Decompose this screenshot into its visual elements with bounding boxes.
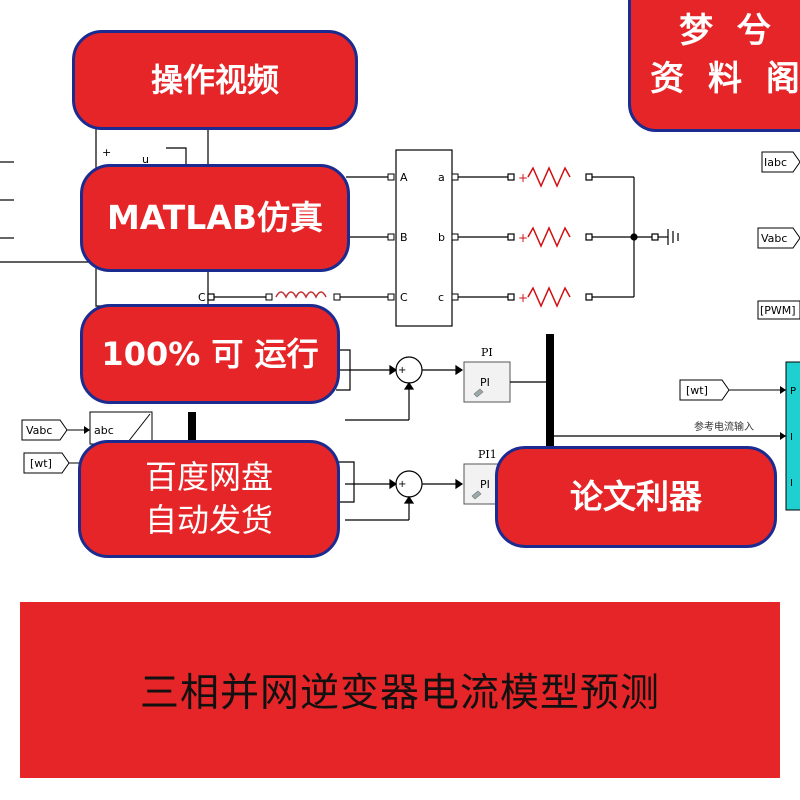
svg-text:+: +: [518, 171, 528, 185]
ref-current-label: 参考电流输入: [694, 420, 754, 433]
netdisk-line-1: 百度网盘: [144, 457, 273, 496]
resistor-phase-c[interactable]: +: [458, 286, 634, 308]
runnable-badge-text: 100% 可 运行: [101, 335, 319, 373]
netdisk-line-2: 自动发货: [144, 501, 273, 539]
abc-transform-block[interactable]: abc: [89, 411, 196, 462]
port-a-label: a: [438, 171, 445, 184]
svg-text:P: P: [790, 386, 796, 397]
title-banner: 三相并网逆变器电流模型预测: [20, 602, 780, 778]
svg-text:Iabc: Iabc: [764, 156, 787, 169]
matlab-badge-text: MATLAB仿真: [106, 198, 324, 238]
port-c-label: c: [438, 291, 444, 304]
pi2-title: PI1: [478, 448, 497, 461]
from-tag-wt-right[interactable]: [wt]: [679, 379, 786, 401]
resistor-phase-b[interactable]: +: [458, 226, 634, 248]
mpc-block[interactable]: P I I: [785, 361, 800, 511]
svg-text:+: +: [518, 291, 528, 305]
banner-title: 三相并网逆变器电流模型预测: [139, 671, 660, 716]
port-A-label: A: [400, 171, 408, 184]
corner-line-2: 资 料 阁: [650, 59, 800, 99]
video-badge-text: 操作视频: [150, 61, 279, 99]
phase-input-wires: C: [198, 176, 388, 304]
svg-text:I: I: [790, 478, 793, 489]
source-plus-label: +: [102, 146, 111, 159]
pi2-body: PI: [480, 478, 490, 491]
goto-tag-pwm[interactable]: [PWM]: [757, 300, 800, 320]
sum-junction-1[interactable]: +: [340, 356, 464, 421]
gain-box-1: [336, 349, 351, 391]
pi1-body: PI: [480, 376, 490, 389]
port-B-label: B: [400, 231, 408, 244]
corner-badge: 梦 兮 资 料 阁: [628, 0, 800, 132]
video-badge: 操作视频: [72, 30, 358, 130]
runnable-badge: 100% 可 运行: [80, 304, 340, 404]
svg-text:[wt]: [wt]: [30, 457, 52, 470]
pi-controller-1[interactable]: PI PI: [463, 346, 546, 403]
paper-badge-text: 论文利器: [570, 477, 702, 517]
svg-text:[wt]: [wt]: [686, 384, 708, 397]
corner-line-1: 梦 兮: [679, 11, 777, 51]
resistor-phase-a[interactable]: +: [458, 166, 634, 188]
svg-text:Vabc: Vabc: [761, 232, 787, 245]
svg-text:+: +: [518, 231, 528, 245]
inductor-phase-c[interactable]: [265, 291, 341, 301]
bus-bar: [546, 334, 554, 510]
source-u-label: u: [142, 153, 149, 166]
neutral-ground: [630, 177, 679, 297]
from-tag-vabc[interactable]: Vabc: [21, 419, 90, 441]
svg-text:abc: abc: [94, 424, 114, 437]
svg-text:+: +: [398, 365, 406, 376]
svg-text:I: I: [790, 432, 793, 443]
port-b-label: b: [438, 231, 445, 244]
matlab-badge: MATLAB仿真: [80, 164, 350, 272]
paper-badge: 论文利器: [495, 446, 777, 548]
c-input-label: C: [198, 291, 206, 304]
three-phase-block[interactable]: A B C a b c: [387, 149, 459, 327]
svg-text:+: +: [398, 479, 406, 490]
netdisk-badge: 百度网盘 自动发货: [78, 440, 340, 558]
port-C-label: C: [400, 291, 408, 304]
pi1-title: PI: [481, 346, 493, 359]
goto-tag-iabc[interactable]: Iabc: [761, 151, 800, 173]
gain-box-2: [336, 461, 355, 503]
goto-tag-vabc[interactable]: Vabc: [757, 227, 800, 249]
svg-text:Vabc: Vabc: [26, 424, 52, 437]
left-input-wires: [0, 161, 96, 263]
svg-text:[PWM]: [PWM]: [760, 304, 796, 317]
sum-junction-2[interactable]: +: [345, 470, 464, 521]
from-tag-wt-left[interactable]: [wt]: [23, 452, 82, 474]
